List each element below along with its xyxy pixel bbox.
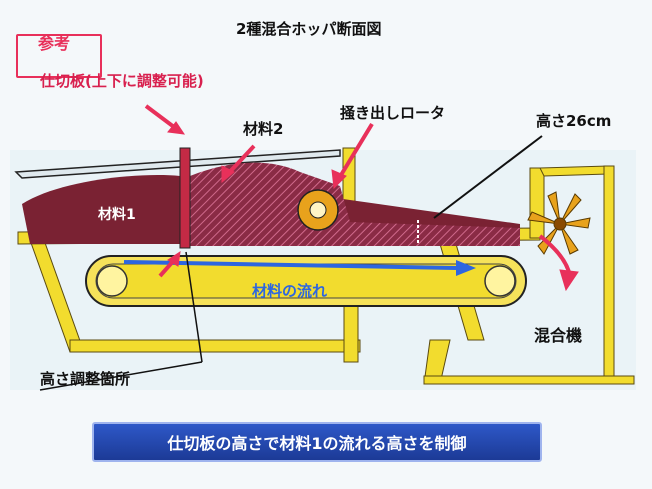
flow-label: 材料の流れ xyxy=(252,282,328,300)
partition-note: 仕切板(上下に調整可能) xyxy=(40,72,204,90)
mixer-impeller xyxy=(527,191,591,255)
hopper-outline xyxy=(14,149,341,179)
partition-plate xyxy=(179,147,191,249)
reference-stamp-box xyxy=(16,34,102,78)
reference-stamp: 参考 xyxy=(38,34,71,53)
height-label: 高さ26cm xyxy=(536,112,612,130)
pointer-arrows xyxy=(144,104,579,292)
caption-banner: 仕切板の高さで材料1の流れる高さを制御 xyxy=(92,422,542,462)
flow-arrow xyxy=(123,260,457,270)
material-2-mass xyxy=(190,162,520,246)
adjust-pointer-line xyxy=(39,361,203,391)
adjustment-point-label: 高さ調整箇所 xyxy=(40,370,131,388)
material-1-label: 材料1 xyxy=(98,207,136,223)
diagram-title: 2種混合ホッパ断面図 xyxy=(236,20,382,38)
mixer-label: 混合機 xyxy=(534,326,583,345)
rotor-label: 掻き出しロータ xyxy=(340,104,446,122)
material-2-label: 材料2 xyxy=(243,120,284,138)
scraping-rotor xyxy=(297,189,339,231)
